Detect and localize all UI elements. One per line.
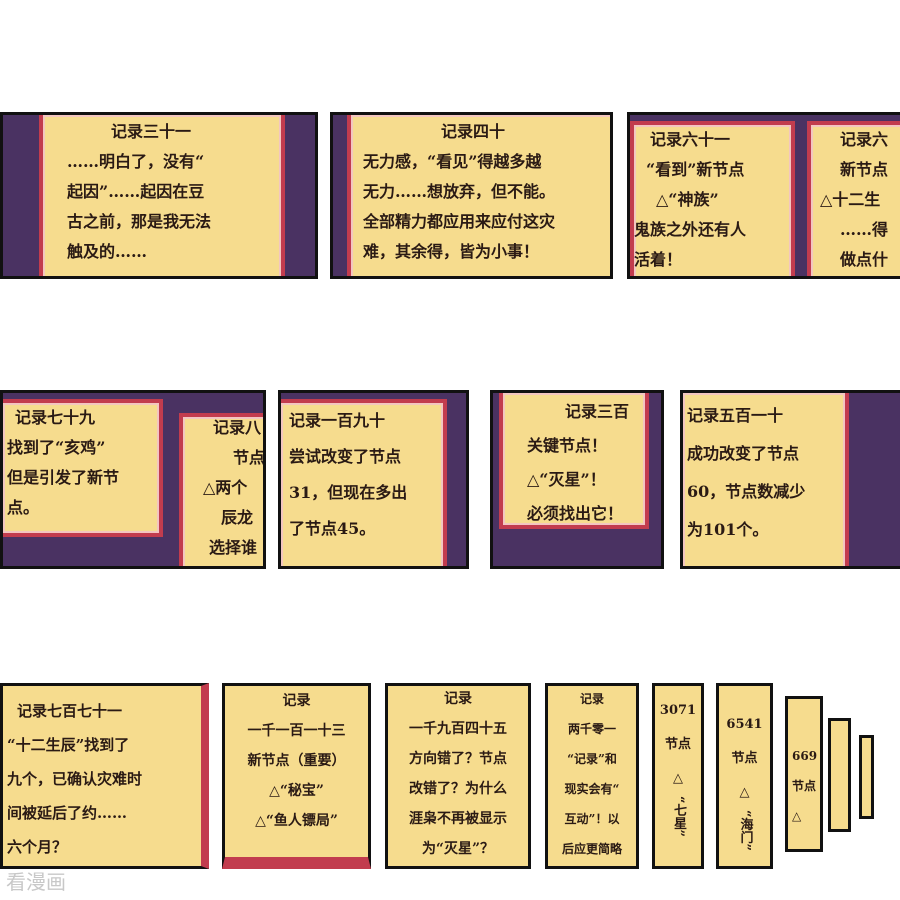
text-line: 节点 (731, 751, 758, 766)
record-title: 记录六十一 (650, 130, 731, 149)
text-line: △“秘宝” (269, 783, 324, 799)
text-line: △“鱼人镖局” (255, 813, 338, 829)
text-line: 改错了？为什么 (409, 781, 507, 797)
record-number: 6541 (726, 717, 763, 732)
text-line: △“灭星”！ (527, 470, 606, 489)
record-title: 记录七百七十一 (17, 702, 123, 720)
panel-record-190: 记录一百九十 尝试改变了节点 31，但现在多出 了节点45。 (278, 390, 469, 569)
record-title: 记录七十九 (15, 408, 96, 427)
panel-record-510: 记录五百一十 成功改变了节点 60，节点数减少 为101个。 (680, 390, 900, 569)
text-line: △十二生 (820, 190, 881, 209)
record-title: 记录三十一 (111, 122, 192, 141)
text-line: 后应更简略 (561, 842, 622, 856)
text-line: “记录”和 (567, 752, 617, 766)
panel-record-61: 记录六十一 “看到”新节点 △“神族” 鬼族之外还有人 活着！ 记录六 新节点 … (627, 112, 900, 279)
record-title: 记录 (444, 691, 472, 707)
text-line: 一千九百四十五 (409, 721, 507, 737)
text-line: 找到了“亥鸡” (7, 438, 106, 457)
text-line: 互动”！以 (564, 812, 620, 826)
record-title: 记录 (579, 692, 604, 706)
text-line: ……得 (840, 220, 889, 239)
watermark: 看漫画 (6, 870, 66, 894)
record-title: 记录三百 (565, 402, 630, 421)
text-line: 方向错了？节点 (409, 751, 507, 767)
record-title: 记录四十 (441, 122, 506, 141)
text-line: 活着！ (634, 250, 683, 269)
text-line: ……明白了，没有“ (67, 152, 205, 171)
text-line: 辰龙 (221, 508, 254, 527)
text-line: △两个 (203, 478, 248, 497)
text-line: 新节点 (840, 160, 889, 179)
text-line: 现实会有“ (564, 782, 620, 796)
panel-record-669x: 669 节点 △ (785, 696, 823, 852)
panel-record-3071: 3071 节点 △ “七星” (652, 683, 704, 869)
text-line: 起因”……起因在豆 (67, 182, 205, 201)
triangle-icon: △ (792, 809, 802, 823)
text-line: 六个月？ (7, 838, 68, 856)
text-line: 为101个。 (687, 520, 769, 539)
text-line: 为“灭星”？ (421, 841, 495, 857)
text-line: 做点什 (840, 250, 889, 269)
text-line: 九个，已确认灾难时 (7, 770, 143, 788)
text-line: “看到”新节点 (646, 160, 745, 179)
text-line: 一千一百一十三 (247, 723, 346, 739)
text-line: 新节点（重要） (247, 753, 346, 769)
panel-record-31: 记录三十一 ……明白了，没有“ 起因”……起因在豆 古之前，那是我无法 触及的…… (0, 112, 318, 279)
triangle-icon: △ (739, 785, 750, 800)
record-number: 669 (792, 749, 818, 763)
text-line: 两千零一 (567, 722, 616, 736)
text-line: 60，节点数减少 (687, 482, 806, 501)
text-line: 无力……想放弃，但不能。 (363, 182, 556, 201)
record-title: 记录一百九十 (289, 411, 386, 430)
text-line: 涯枭不再被显示 (409, 811, 507, 827)
panel-record-1945: 记录 一千九百四十五 方向错了？节点 改错了？为什么 涯枭不再被显示 为“灭星”… (385, 683, 531, 869)
text-line: 全部精力都应用来应付这灾 (363, 212, 556, 231)
text-line: 节点 (664, 737, 691, 752)
panel-record-1113: 记录 一千一百一十三 新节点（重要） △“秘宝” △“鱼人镖局” (222, 683, 371, 869)
text-line: 但是引发了新节 (7, 468, 120, 487)
record-title: 记录五百一十 (687, 406, 784, 425)
text-line: 触及的…… (67, 242, 148, 261)
triangle-icon: △ (673, 771, 683, 786)
panel-small-2 (859, 735, 874, 819)
text-line: “十二生辰”找到了 (7, 736, 130, 754)
panel-record-79: 记录七十九 找到了“亥鸡” 但是引发了新节 点。 记录八 节点 △两个 辰龙 选… (0, 390, 266, 569)
text-line: 节点 (792, 779, 817, 793)
text-line: “海门” (737, 810, 753, 851)
text-line: 无力感，“看见”得越多越 (363, 152, 542, 171)
text-line: 必须找出它！ (527, 504, 624, 523)
text-line: 难，其余得，皆为小事！ (363, 242, 540, 261)
panel-record-771: 记录七百七十一 “十二生辰”找到了 九个，已确认灾难时 间被延后了约…… 六个月… (0, 683, 209, 869)
text-line: 尝试改变了节点 (289, 447, 402, 466)
record-title: 记录 (282, 693, 311, 709)
text-line: △“神族” (656, 190, 719, 209)
text-line: 选择谁 (209, 538, 258, 557)
panel-record-6541: 6541 节点 △ “海门” (716, 683, 773, 869)
text-line: 点。 (7, 498, 40, 517)
text-line: 鬼族之外还有人 (634, 220, 747, 239)
panel-record-300: 记录三百 关键节点！ △“灭星”！ 必须找出它！ (490, 390, 664, 569)
text-line: 了节点45。 (289, 519, 376, 538)
record-number: 3071 (659, 703, 697, 718)
panel-record-2001: 记录 两千零一 “记录”和 现实会有“ 互动”！以 后应更简略 (545, 683, 639, 869)
text-line: 关键节点！ (527, 436, 608, 455)
text-line: 古之前，那是我无法 (67, 212, 212, 231)
text-line: 间被延后了约…… (7, 804, 128, 822)
panel-record-40: 记录四十 无力感，“看见”得越多越 无力……想放弃，但不能。 全部精力都应用来应… (330, 112, 613, 279)
text-line: 节点 (233, 448, 266, 467)
text-line: 成功改变了节点 (687, 444, 800, 463)
record-title: 记录八 (213, 418, 262, 437)
record-title: 记录六 (840, 130, 889, 149)
panel-small-1 (828, 718, 851, 832)
text-line: 31，但现在多出 (289, 483, 408, 502)
text-line: “七星” (671, 796, 686, 837)
